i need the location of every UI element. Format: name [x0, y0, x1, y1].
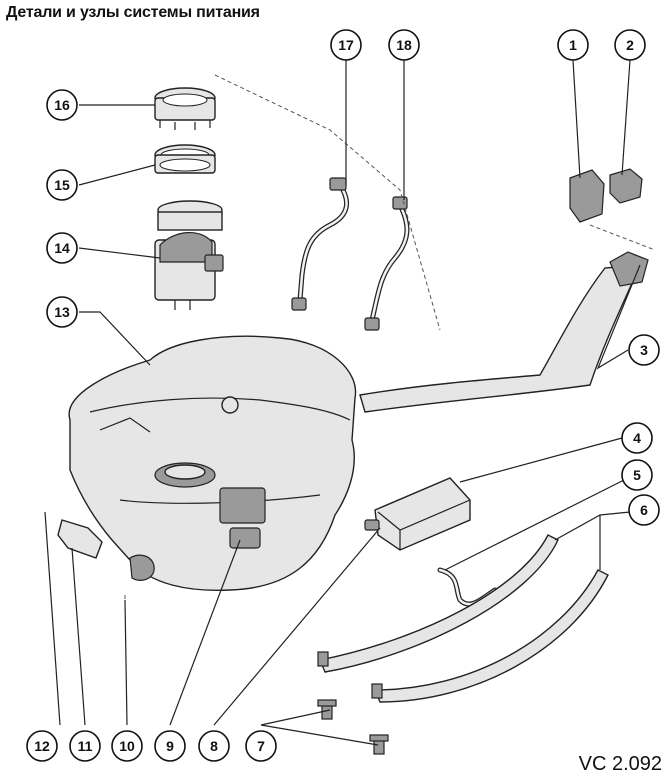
- callout-2: 2: [614, 29, 646, 61]
- callout-13: 13: [46, 296, 78, 328]
- callout-number: 5: [633, 467, 641, 483]
- callout-number: 12: [34, 738, 50, 754]
- callout-number: 1: [569, 37, 577, 53]
- callout-8: 8: [198, 730, 230, 762]
- callout-number: 3: [640, 342, 648, 358]
- seal-ring: [154, 144, 216, 174]
- lock-ring: [154, 87, 216, 130]
- callout-number: 2: [626, 37, 634, 53]
- callout-number: 10: [119, 738, 135, 754]
- filler-cap-parts: [569, 168, 643, 223]
- callout-1: 1: [557, 29, 589, 61]
- callout-number: 6: [640, 502, 648, 518]
- fuel-tank: [68, 335, 357, 592]
- callout-number: 17: [338, 37, 354, 53]
- callout-number: 8: [210, 738, 218, 754]
- callout-15: 15: [46, 169, 78, 201]
- filler-pipe: [359, 251, 649, 413]
- leader-lines: [44, 59, 641, 746]
- fuel-pump-module: [154, 200, 224, 310]
- callout-number: 7: [257, 738, 265, 754]
- callout-14: 14: [46, 232, 78, 264]
- callout-18: 18: [388, 29, 420, 61]
- callout-6: 6: [628, 494, 660, 526]
- callout-7: 7: [245, 730, 277, 762]
- callout-16: 16: [46, 89, 78, 121]
- tank-straps: [317, 534, 609, 703]
- callout-number: 9: [166, 738, 174, 754]
- callout-4: 4: [621, 422, 653, 454]
- callout-number: 4: [633, 430, 641, 446]
- callout-number: 18: [396, 37, 412, 53]
- callout-3: 3: [628, 334, 660, 366]
- fuel-lines: [291, 177, 410, 331]
- callout-number: 16: [54, 97, 70, 113]
- callout-9: 9: [154, 730, 186, 762]
- fuel-filter: [57, 519, 155, 581]
- carbon-canister: [364, 477, 471, 551]
- figure-code: VC 2.092: [578, 753, 662, 775]
- callout-17: 17: [330, 29, 362, 61]
- callout-number: 11: [78, 738, 93, 754]
- callout-number: 14: [54, 240, 70, 256]
- callout-number: 15: [54, 177, 70, 193]
- callout-5: 5: [621, 459, 653, 491]
- callout-12: 12: [26, 730, 58, 762]
- strap-bolts: [317, 699, 389, 755]
- callout-number: 13: [54, 304, 70, 320]
- callout-11: 11: [69, 730, 101, 762]
- callout-10: 10: [111, 730, 143, 762]
- figure-title: Детали и узлы системы питания: [6, 4, 260, 21]
